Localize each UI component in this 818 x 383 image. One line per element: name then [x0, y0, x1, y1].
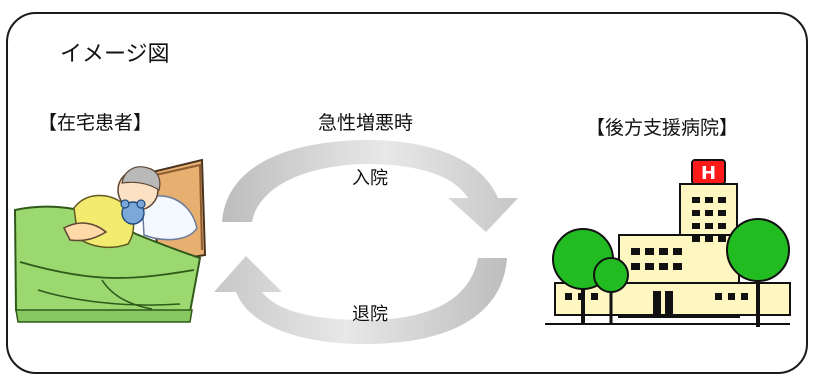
hospital-building-icon: H: [545, 159, 791, 327]
admission-label: 入院: [352, 168, 388, 189]
home-patient-label: 【在宅患者】: [38, 112, 153, 134]
diagram-frame: [6, 12, 808, 374]
patient-in-bed-icon: [13, 158, 207, 323]
diagram-title: イメージ図: [60, 42, 170, 67]
hospital-sign-text: H: [701, 163, 716, 184]
acute-exacerbation-label: 急性増悪時: [318, 112, 414, 134]
support-hospital-label: 【後方支援病院】: [586, 117, 739, 139]
discharge-label: 退院: [352, 304, 388, 325]
